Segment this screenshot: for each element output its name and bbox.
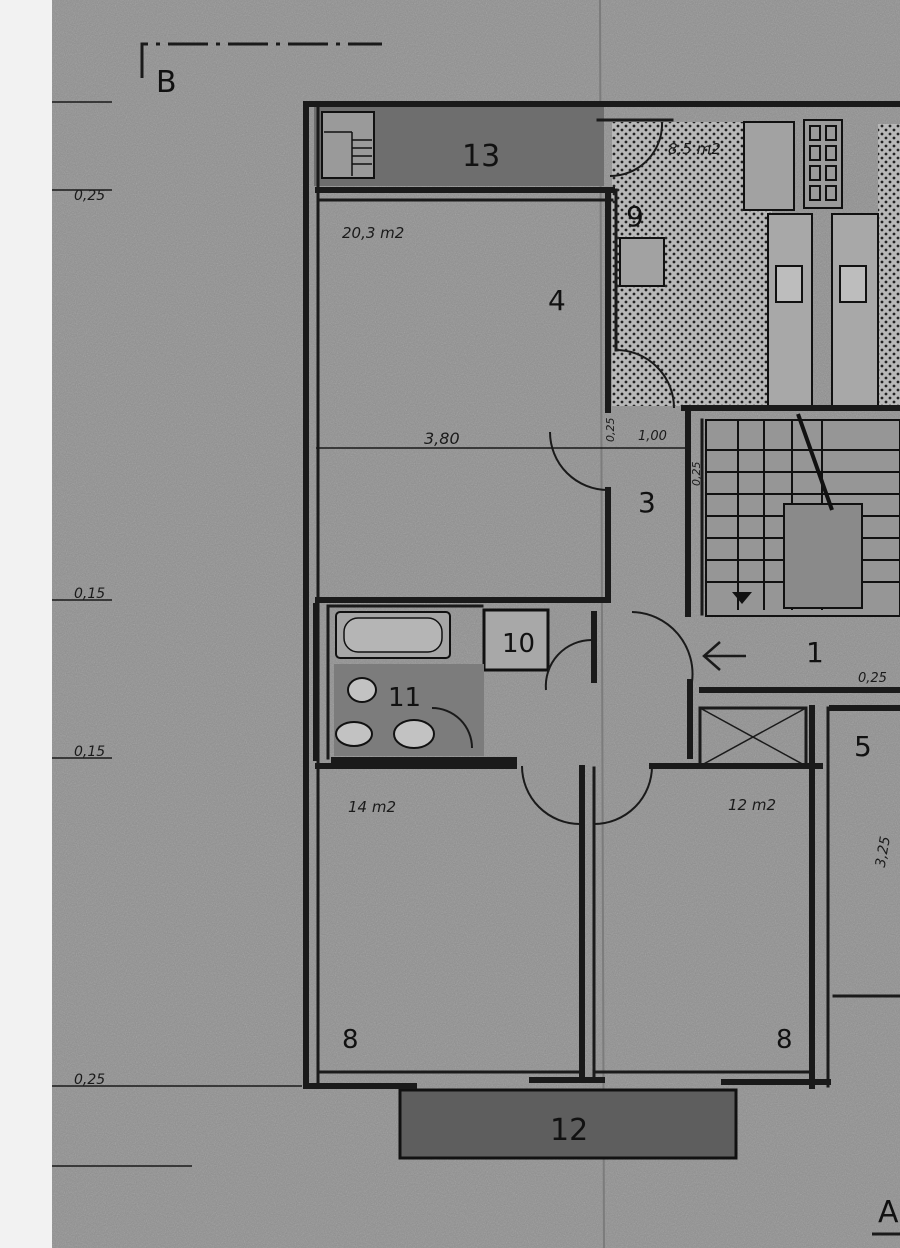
dim-small-3: 0,25 [858,671,887,686]
area-room-4: 20,3 m2 [342,224,404,242]
closet-cross [699,707,807,767]
stair-arrow-icon [732,592,752,604]
area-room-8a: 14 m2 [348,798,396,816]
sink-icon-2 [839,265,867,303]
room-number-10: 10 [502,629,535,659]
dim-door: 1,00 [638,429,667,444]
dim-right: 3,25 [873,835,894,869]
room-10-wc [482,608,550,672]
section-marker-b: B [140,42,382,100]
margin-dim-1: 0,25 [74,188,105,204]
room-number-13: 13 [462,139,500,174]
walls [303,101,900,1089]
sanitary-fixtures [335,677,435,749]
dim-width-room4: 3,80 [424,429,460,448]
fridge-icon [743,121,795,211]
room-number-4: 4 [548,284,566,317]
staircase [705,413,900,617]
room-number-1: 1 [806,636,824,669]
room-number-8-left: 8 [342,1025,359,1055]
margin-dim-3: 0,15 [74,744,105,760]
section-label-b: B [156,65,177,100]
entrance-arrow-icon [702,641,746,671]
kitchen-counter-right [831,213,879,407]
door-swings [431,121,694,825]
room-number-8-right: 8 [776,1025,793,1055]
room-number-11: 11 [388,683,421,713]
section-label-a: A [878,1195,899,1230]
bathtub-inner [343,617,443,653]
room-number-9: 9 [626,200,644,233]
kitchen-table-icon [619,237,665,287]
neighbour-kitchen-floor [878,124,900,408]
left-dimension-chain [52,101,302,1167]
area-room-9: 8,5 m2 [668,140,721,158]
room-12-balcony [398,1088,738,1160]
stove-icon [803,119,843,209]
sink-icon [775,265,803,303]
floor-plan: B 0,25 0,15 0,15 0,25 [52,0,900,1248]
floor-plan-sheet: B 0,25 0,15 0,15 0,25 [52,0,900,1248]
room-number-12: 12 [550,1113,588,1148]
room-13-balcony [314,104,604,186]
room-number-3: 3 [638,486,656,519]
dim-small-1: 0,25 [604,418,617,443]
area-room-8b: 12 m2 [728,796,776,814]
dim-small-2: 0,25 [690,462,703,487]
fold-line [599,0,605,1248]
margin-dim-4: 0,25 [74,1072,105,1088]
kitchen-counter-left [767,213,813,407]
margin-dim-2: 0,15 [74,586,105,602]
room-number-5: 5 [854,730,872,763]
